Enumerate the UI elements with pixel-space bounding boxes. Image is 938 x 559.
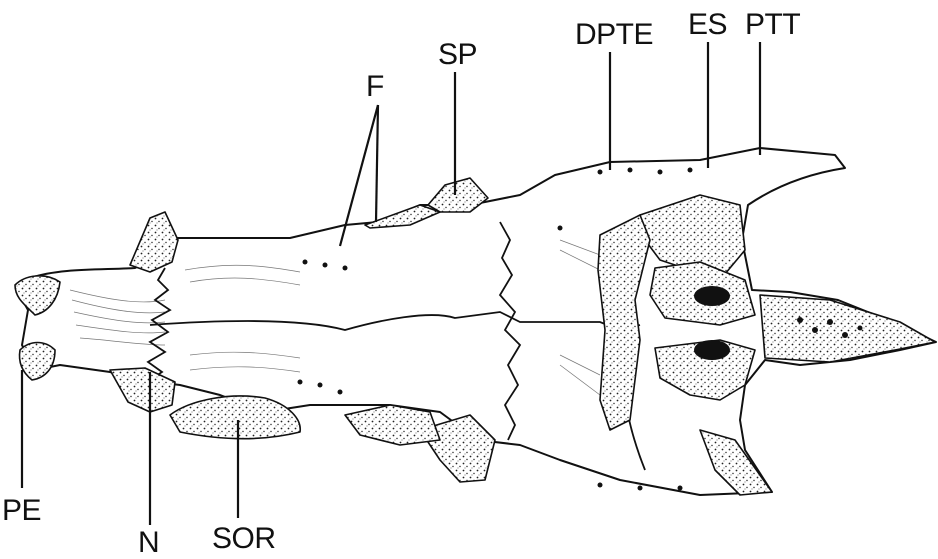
- label-pe: PE: [2, 496, 41, 526]
- label-es: ES: [688, 10, 727, 40]
- label-n: N: [138, 528, 159, 558]
- leader-f-2: [376, 105, 378, 222]
- label-ptt: PTT: [745, 10, 800, 40]
- premaxilla-lower: [20, 343, 56, 381]
- label-f: F: [366, 72, 384, 102]
- basioccipital: [760, 295, 935, 362]
- label-dpte: DPTE: [575, 20, 653, 50]
- lateral-lower: [345, 405, 440, 445]
- nasal-horn-left: [130, 212, 178, 272]
- label-sp: SP: [438, 40, 477, 70]
- label-sor: SOR: [212, 524, 276, 554]
